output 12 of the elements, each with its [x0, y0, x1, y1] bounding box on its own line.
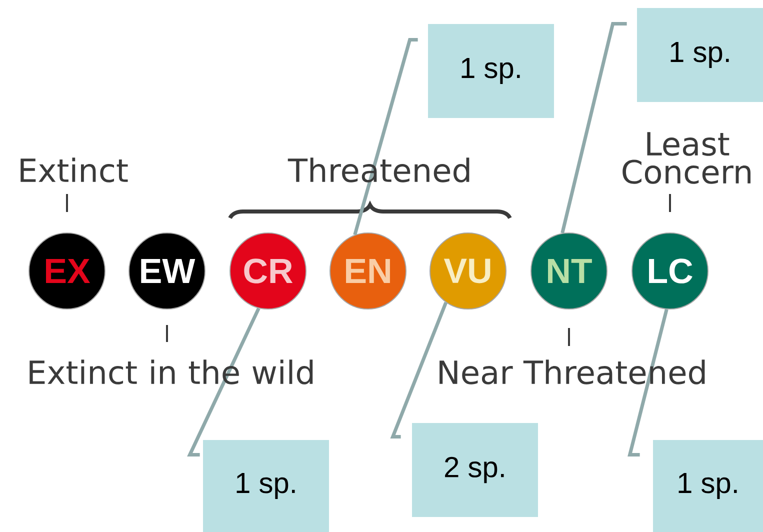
callout-box: 1 sp.: [428, 24, 554, 118]
callout-box: 1 sp.: [203, 440, 329, 532]
callout-box: 2 sp.: [412, 423, 538, 517]
leader-line: [628, 308, 668, 457]
callout-box: 1 sp.: [637, 8, 763, 102]
leader-line: [187, 308, 260, 457]
callout-box: 1 sp.: [653, 440, 763, 532]
leader-line: [353, 38, 418, 236]
category-label: Least Concern: [622, 132, 750, 184]
category-label: Extinct: [20, 158, 128, 182]
leader-line: [390, 302, 448, 439]
leader-line: [560, 22, 627, 234]
